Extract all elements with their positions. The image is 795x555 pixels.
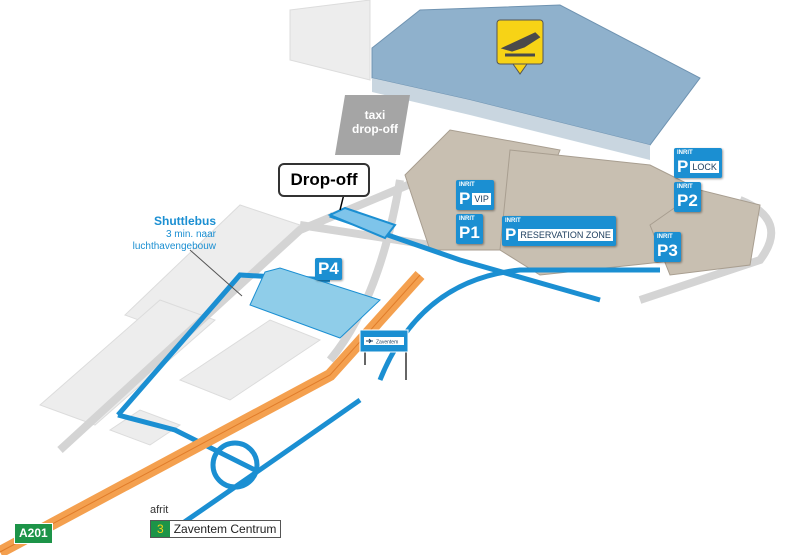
taxi-line2: drop-off	[352, 122, 398, 136]
entry-label: INRIT	[677, 184, 693, 190]
entry-label: INRIT	[459, 216, 475, 222]
reservation-label: RESERVATION ZONE	[518, 229, 613, 241]
shuttle-title: Shuttlebus	[154, 214, 216, 228]
highway-a201-sign: A201	[14, 523, 53, 544]
airplane-icon	[366, 338, 373, 344]
p-label: P	[677, 157, 689, 176]
road-sign-zaventem: Zaventem	[359, 329, 409, 380]
road-sign-text: Zaventem	[376, 340, 398, 346]
shuttle-line2: 3 min. naar	[165, 229, 216, 240]
taxi-line1: taxi	[364, 108, 386, 122]
entry-label: INRIT	[657, 234, 673, 240]
exit-number: 3	[151, 521, 170, 537]
exit-destination: Zaventem Centrum	[173, 522, 277, 536]
shuttle-line3: luchthavengebouw	[132, 241, 216, 252]
airplane-departure-icon	[500, 32, 541, 57]
p2-label: P2	[677, 191, 698, 210]
p1-label: P1	[459, 223, 480, 242]
entry-label: INRIT	[677, 150, 693, 156]
terminal-facade	[372, 78, 650, 160]
exit-label: afrit	[150, 504, 169, 516]
highway-a201	[0, 270, 425, 555]
dropoff-lane	[327, 206, 397, 240]
vip-label: VIP	[472, 193, 491, 205]
shuttle-pointer	[189, 249, 243, 297]
lock-label: LOCK	[690, 161, 719, 173]
p4-parking-lot	[249, 267, 381, 339]
shuttlebus-label: Shuttlebus 3 min. naar luchthavengebouw	[80, 214, 216, 253]
parking-p4-badge[interactable]: P4	[315, 258, 342, 280]
taxi-dropoff-label: taxi drop-off	[345, 108, 405, 136]
dropoff-callout: Drop-off	[278, 163, 370, 197]
p-label: P	[505, 225, 517, 244]
p-label: P	[459, 189, 471, 208]
p4-label: P4	[318, 259, 339, 278]
terminal-building	[371, 4, 701, 146]
entry-label: INRIT	[459, 182, 475, 188]
departure-sign	[496, 19, 544, 75]
exit-sign: 3 Zaventem Centrum	[150, 520, 282, 538]
entry-label: INRIT	[505, 218, 521, 224]
taxi-dropoff-area	[335, 95, 410, 155]
p3-label: P3	[657, 241, 678, 260]
buildings	[39, 0, 371, 446]
